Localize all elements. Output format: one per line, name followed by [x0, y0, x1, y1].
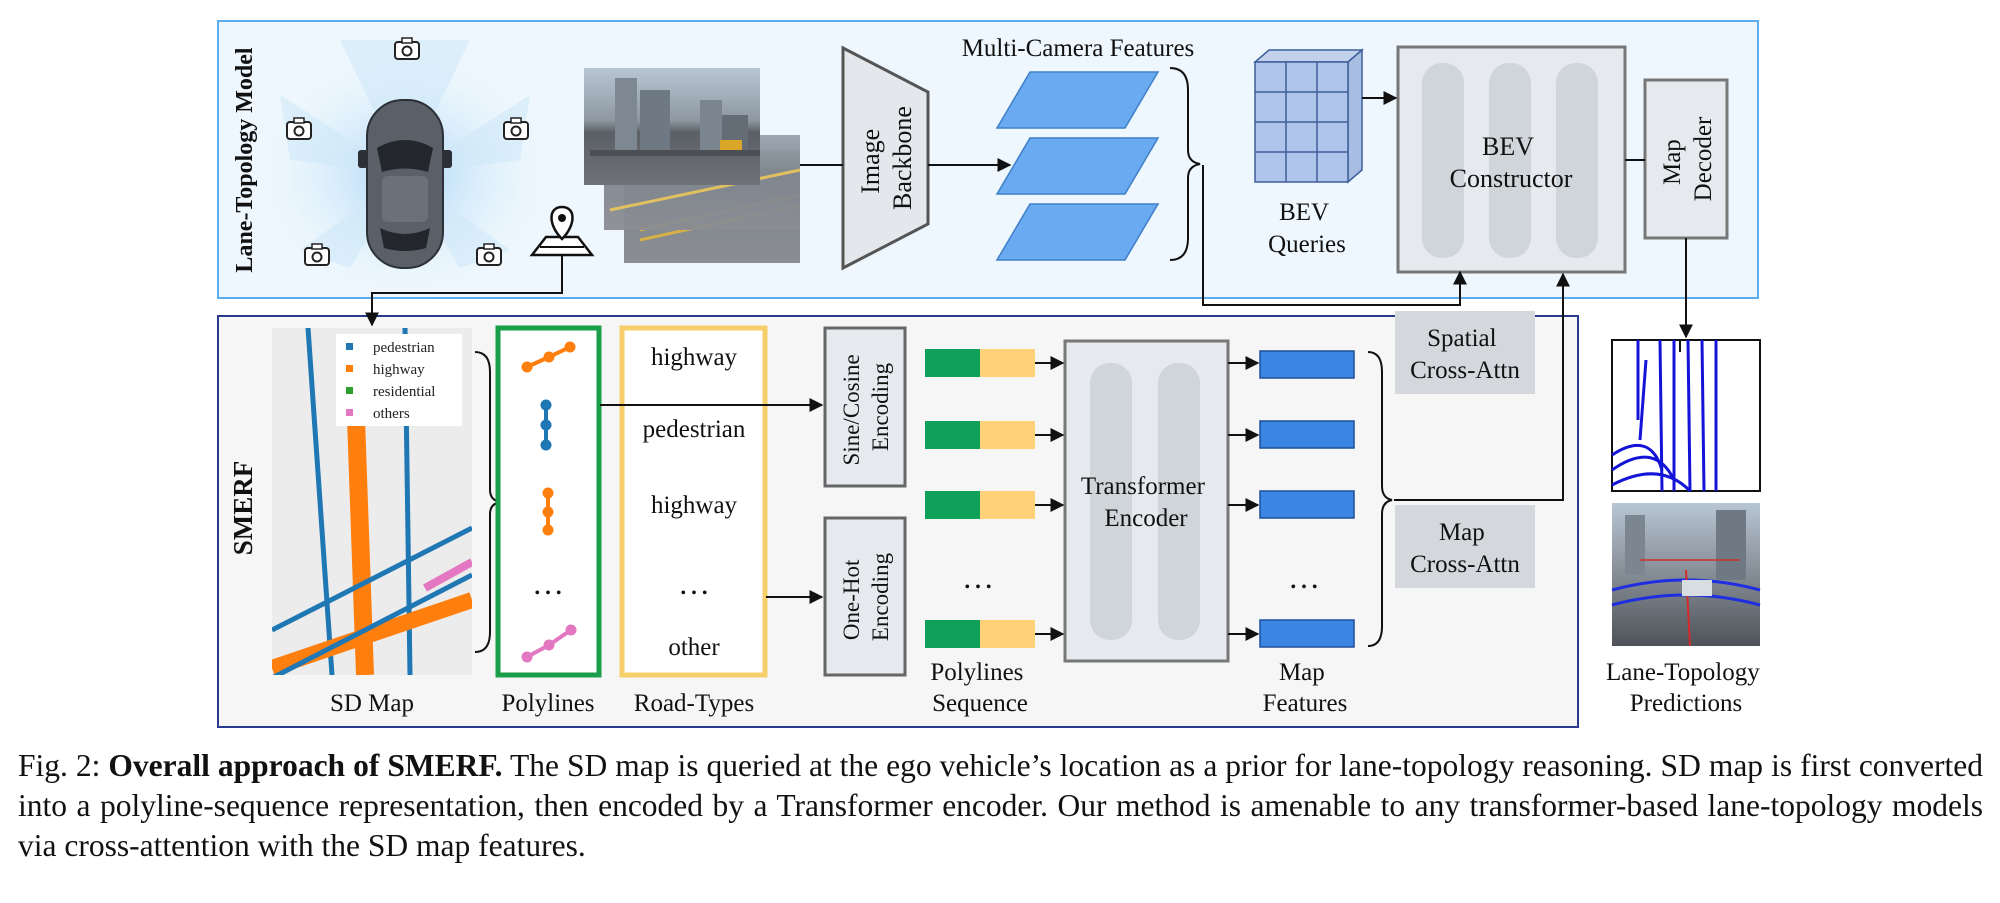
map-decoder-label: Map Decoder [1659, 116, 1717, 201]
sd-map-caption: SD Map [330, 690, 414, 717]
road-type-item: … [678, 565, 710, 601]
figure-caption: Fig. 2: Overall approach of SMERF. The S… [18, 746, 1983, 866]
camera-icon [304, 243, 330, 266]
one-hot-encoding-label: One-Hot Encoding [839, 552, 893, 641]
feature-map [995, 203, 1160, 261]
legend-swatch-pedestrian [346, 343, 353, 350]
map-cross-attn-label: Map Cross-Attn [1410, 519, 1520, 578]
transformer-encoder-block [1063, 339, 1230, 663]
legend-swatch-residential [346, 387, 353, 394]
polyline-samples [521, 341, 577, 663]
smerf-architecture-diagram: Lane-Topology Model [217, 20, 1766, 728]
one-hot-encoding-block [823, 516, 907, 677]
sine-cosine-encoding-label: Sine/Cosine Encoding [839, 349, 893, 466]
road-type-item: other [668, 634, 720, 661]
image-backbone-block [841, 45, 930, 271]
smerf-panel-label: SMERF [228, 461, 258, 556]
polyline-pedestrian [540, 399, 552, 451]
map-feature-token [1259, 619, 1355, 648]
spatial-cross-attn-label: Spatial Cross-Attn [1410, 325, 1520, 384]
map-features-caption: Map Features [1263, 659, 1348, 717]
sequence-token-position [925, 620, 980, 648]
sd-map [272, 328, 472, 675]
camera-icon [286, 117, 312, 140]
caption-bold-title: Overall approach of SMERF. [108, 748, 503, 783]
legend-swatch-others [346, 409, 353, 416]
sequence-token-type [980, 349, 1035, 377]
road-type-item: highway [651, 344, 738, 371]
encoder-layer [1090, 363, 1132, 640]
caption-prefix: Fig. 2: [18, 748, 109, 783]
road-types-caption: Road-Types [634, 690, 754, 717]
predictions-caption: Lane-Topology Predictions [1606, 659, 1766, 717]
road-type-item: highway [651, 492, 738, 519]
multi-camera-features-title: Multi-Camera Features [962, 35, 1195, 62]
feature-brace [1169, 67, 1201, 261]
legend-swatch-highway [346, 365, 353, 372]
map-feature-token [1259, 350, 1355, 379]
road-type-item: pedestrian [643, 416, 746, 443]
image-backbone-label: Image Backbone [856, 106, 917, 210]
road-types-box [619, 325, 768, 678]
sequence-token-type [980, 421, 1035, 449]
map-feature-token [1259, 420, 1355, 449]
sequence-token-type [980, 491, 1035, 519]
sequence-token-type [980, 620, 1035, 648]
attention-layer [1556, 63, 1598, 258]
ego-vehicle-illustration [255, 40, 555, 300]
multi-camera-feature-maps [995, 71, 1160, 261]
legend-label-residential: residential [373, 384, 435, 400]
bottom-flow-arrows [600, 272, 1570, 641]
attention-layer [1422, 63, 1464, 258]
sequence-token-position [925, 349, 980, 377]
camera-image-stack [584, 68, 801, 263]
polyline-highway-2 [542, 487, 554, 536]
feature-map [995, 137, 1160, 195]
polylines-sequence [925, 349, 1035, 648]
map-features-ellipsis: … [1288, 559, 1320, 595]
encoder-layer [1158, 363, 1200, 640]
polyline-other [521, 624, 577, 663]
feature-map [995, 71, 1160, 129]
sequence-token-position [925, 491, 980, 519]
legend-label-highway: highway [373, 362, 425, 378]
sequence-ellipsis: … [962, 559, 994, 595]
caption-text: The SD map is queried at the ego vehicle… [18, 748, 1984, 863]
map-cross-attn-block [1395, 505, 1535, 588]
camera-icon [503, 117, 529, 140]
legend-label-others: others [373, 406, 410, 422]
lane-topology-camera-prediction [1611, 503, 1761, 647]
bev-constructor-label: BEV Constructor [1450, 132, 1573, 193]
polylines-sequence-caption: Polylines Sequence [930, 659, 1029, 717]
camera-icon [394, 37, 420, 60]
polyline-highway [521, 341, 576, 373]
pin-to-sdmap-arrow [365, 255, 563, 327]
polylines-caption: Polylines [501, 690, 594, 717]
polylines-ellipsis: … [532, 565, 564, 601]
lane-topology-panel-label: Lane-Topology Model [232, 47, 258, 272]
legend-label-pedestrian: pedestrian [373, 340, 435, 356]
map-features-brace [1367, 351, 1393, 647]
map-feature-tokens [1259, 350, 1355, 648]
sine-cosine-encoding-block [823, 326, 907, 488]
camera-icon [476, 243, 502, 266]
transformer-encoder-label: Transformer Encoder [1081, 473, 1211, 532]
bev-queries-label: BEV Queries [1268, 199, 1346, 258]
attention-layer [1489, 63, 1531, 258]
spatial-cross-attn-block [1395, 311, 1535, 394]
lane-topology-bev-prediction [1611, 339, 1761, 493]
map-feature-token [1259, 490, 1355, 519]
top-flow-arrows [800, 91, 1693, 339]
bev-queries-grid [1252, 48, 1365, 184]
sequence-token-position [925, 421, 980, 449]
sd-map-legend: pedestrian highway residential others [346, 340, 435, 422]
map-pin-icon [529, 205, 595, 257]
